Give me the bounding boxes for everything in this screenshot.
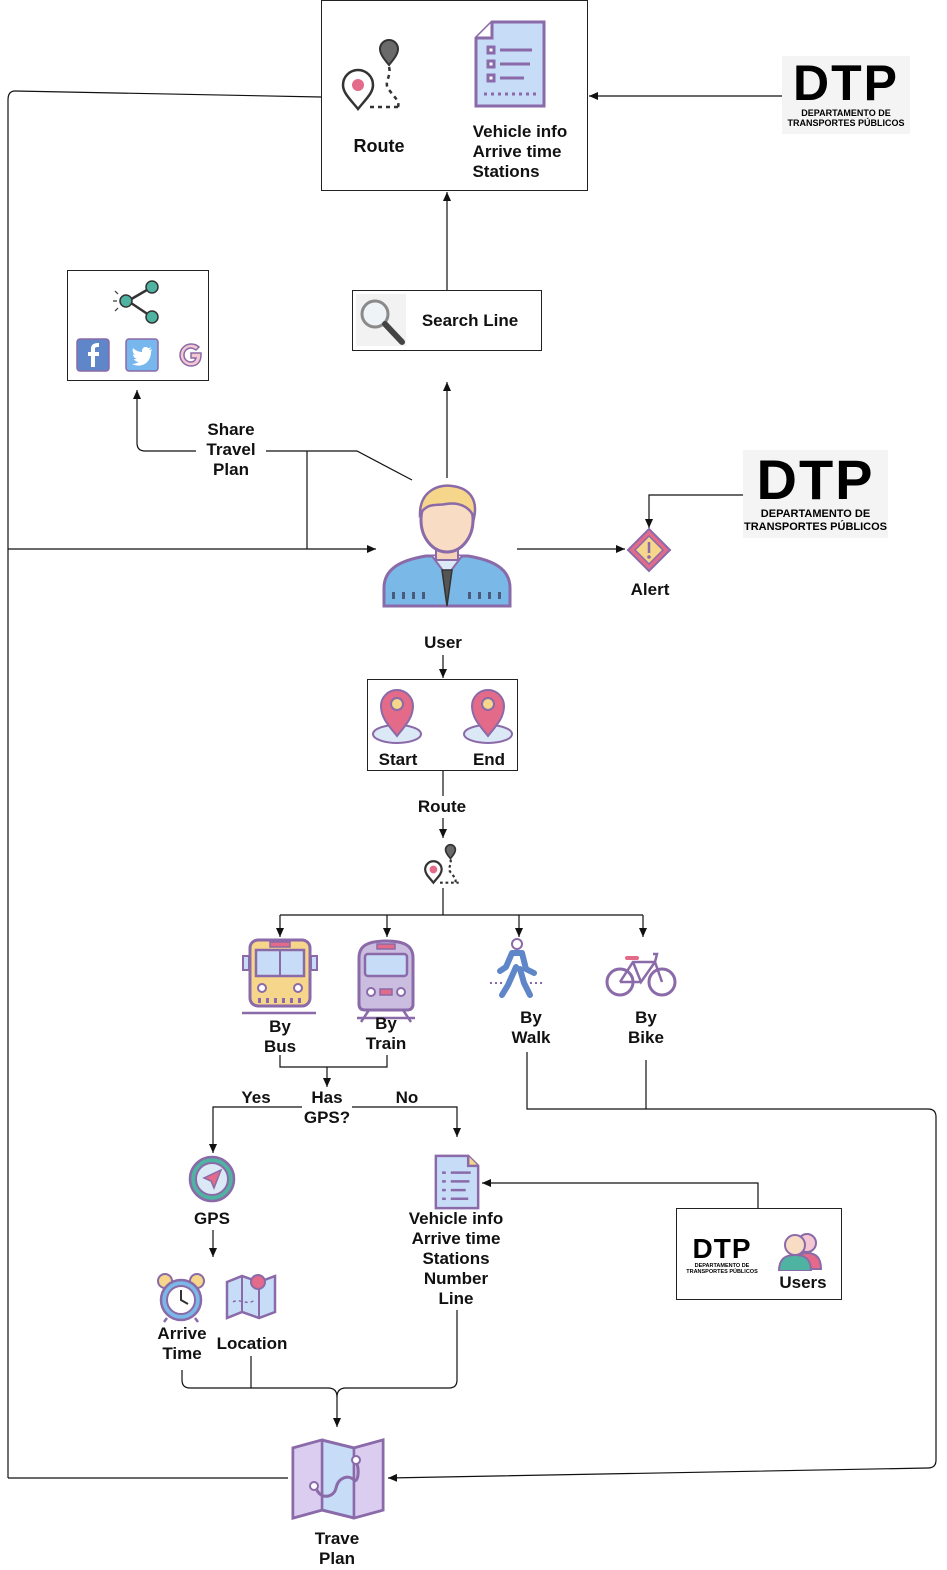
location-label: Location <box>216 1334 288 1353</box>
start-end-box: Start End <box>367 679 518 771</box>
dtp-logo-top-text: DTP <box>793 55 899 111</box>
google-icon <box>179 343 202 367</box>
users-label: Users <box>779 1273 827 1292</box>
route-mid-label: Route <box>417 797 467 816</box>
arrive-time-line-2: Time <box>162 1344 202 1363</box>
by-walk-line-2: Walk <box>511 1028 551 1047</box>
share-travel-plan-line-1: Share <box>207 420 255 439</box>
dtp-logo-mid-line-1: DEPARTAMENTO DE <box>760 508 871 520</box>
share-box <box>67 270 209 381</box>
train-icon <box>357 939 415 1023</box>
magnifier-icon <box>356 294 406 346</box>
route-info-box: Route Vehicle info Arrive time Stations <box>321 0 588 191</box>
by-walk-line-1: By <box>520 1008 542 1027</box>
share-travel-plan-line-3: Plan <box>213 460 249 479</box>
user-avatar-icon <box>382 484 512 608</box>
route-mid-icon <box>424 844 459 885</box>
travel-map-icon <box>291 1438 385 1520</box>
dtp-logo-mid: DTP DEPARTAMENTO DE TRANSPORTES PÚBLICOS <box>743 450 888 538</box>
vehicle-info-bottom-line-4: Number <box>423 1269 489 1288</box>
dtp-logo-bottom-line-1: DEPARTAMENTO DE <box>694 1263 750 1269</box>
dtp-logo-mid-text: DTP <box>756 448 875 511</box>
by-train-line-1: By <box>375 1014 397 1033</box>
compass-icon <box>188 1155 236 1203</box>
map-pin-start-icon <box>372 689 422 744</box>
search-line-label: Search Line <box>421 311 519 330</box>
no-label: No <box>395 1088 419 1107</box>
share-icon <box>113 280 159 324</box>
by-bike-line-2: Bike <box>628 1028 664 1047</box>
map-location-icon <box>225 1274 277 1320</box>
bus-icon <box>242 938 318 1015</box>
map-pin-end-icon <box>463 689 513 744</box>
vehicle-info-top-line-3: Stations <box>472 162 540 181</box>
alarm-clock-icon <box>157 1273 205 1323</box>
arrive-time-line-1: Arrive <box>157 1324 207 1343</box>
yes-label: Yes <box>241 1088 271 1107</box>
search-line-box: Search Line <box>352 290 542 351</box>
by-bus-line-2: Bus <box>263 1037 297 1056</box>
vehicle-info-bottom-line-5: Line <box>438 1289 474 1308</box>
facebook-icon <box>76 338 110 372</box>
bicycle-icon <box>605 952 677 997</box>
start-label: Start <box>378 750 418 769</box>
route-label: Route <box>353 136 405 156</box>
dtp-logo-top-line-1: DEPARTAMENTO DE <box>801 108 891 118</box>
by-bus-line-1: By <box>269 1017 291 1036</box>
by-train-line-2: Train <box>365 1034 407 1053</box>
twitter-icon <box>125 338 159 372</box>
vehicle-info-bottom-line-1: Vehicle info <box>408 1209 504 1228</box>
gps-label: GPS <box>194 1209 230 1228</box>
dtp-logo-top-line-2: TRANSPORTES PÚBLICOS <box>787 118 905 129</box>
user-label: User <box>424 633 462 652</box>
document-bottom-icon <box>434 1154 480 1210</box>
has-gps-line-2: GPS? <box>303 1108 351 1127</box>
dtp-users-box: DTP DEPARTAMENTO DE TRANSPORTES PÚBLICOS… <box>676 1208 842 1300</box>
document-icon <box>474 20 546 108</box>
pedestrian-icon <box>490 938 544 998</box>
dtp-logo-mid-line-2: TRANSPORTES PÚBLICOS <box>743 520 887 533</box>
alert-icon <box>626 527 672 573</box>
by-bike-line-1: By <box>635 1008 657 1027</box>
vehicle-info-bottom-line-3: Stations <box>422 1249 490 1268</box>
dtp-logo-bottom-text: DTP <box>692 1233 752 1264</box>
alert-label: Alert <box>630 580 670 599</box>
route-icon <box>341 39 402 112</box>
share-travel-plan-line-2: Travel <box>196 440 266 460</box>
vehicle-info-top-line-1: Vehicle info <box>472 122 568 141</box>
dtp-logo-bottom: DTP DEPARTAMENTO DE TRANSPORTES PÚBLICOS <box>685 1235 759 1285</box>
dtp-logo-top: DTP DEPARTAMENTO DE TRANSPORTES PÚBLICOS <box>782 56 910 134</box>
end-label: End <box>472 750 506 769</box>
users-icon <box>777 1233 823 1271</box>
vehicle-info-bottom-line-2: Arrive time <box>411 1229 501 1248</box>
dtp-logo-bottom-line-2: TRANSPORTES PÚBLICOS <box>686 1269 758 1276</box>
has-gps-line-1: Has <box>302 1088 352 1108</box>
trave-plan-line-2: Plan <box>319 1549 355 1568</box>
vehicle-info-top-line-2: Arrive time <box>472 142 562 161</box>
trave-plan-line-1: Trave <box>314 1529 360 1548</box>
